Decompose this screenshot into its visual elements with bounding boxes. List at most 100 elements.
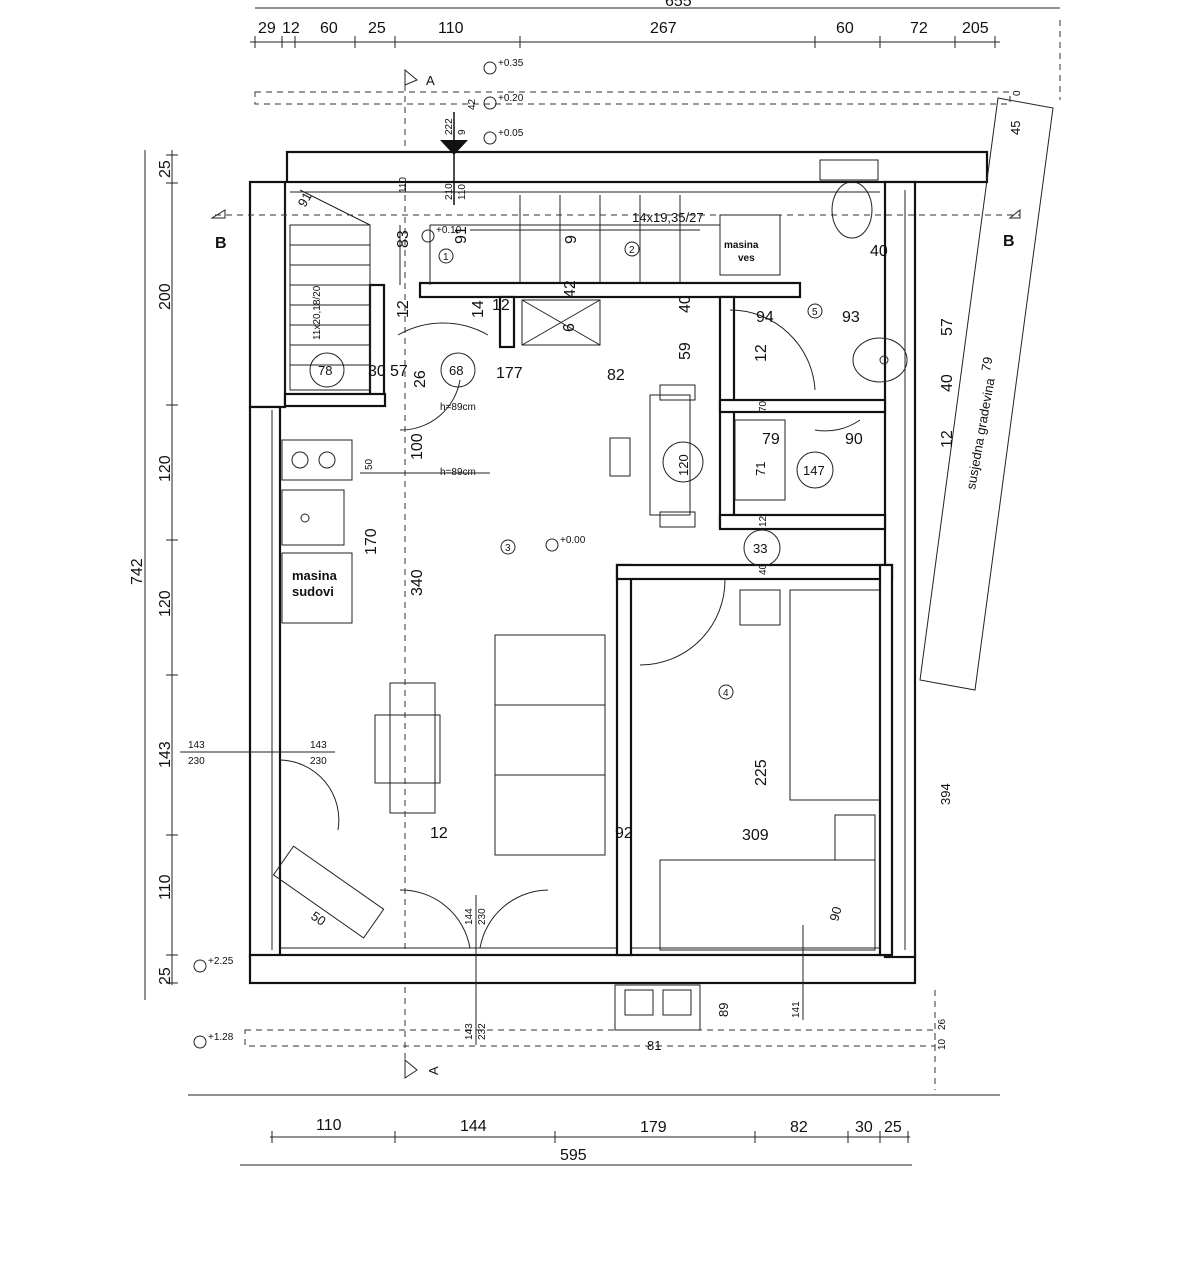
dim-bottom: 30 xyxy=(855,1119,873,1136)
inner-dim: 12 xyxy=(939,430,956,448)
level-marker-icon xyxy=(483,61,497,75)
inner-dim: 225 xyxy=(753,759,770,786)
inner-dim: 9 xyxy=(563,235,580,244)
fraction-bottom: 232 xyxy=(477,1023,488,1040)
exterior-walls xyxy=(248,150,989,985)
circle-diameter: 68 xyxy=(449,363,463,378)
inner-dim: 6 xyxy=(561,323,578,332)
stairs: 14x19,35/27 11x20,18/20 xyxy=(289,112,720,391)
section-a-bottom: A xyxy=(426,1066,441,1075)
dim-right-bottom: 10 xyxy=(937,1038,948,1050)
fraction-top: 144 xyxy=(464,908,475,925)
toilet-icon xyxy=(831,181,873,239)
dim-bottom-total: 595 xyxy=(560,1147,587,1164)
dishwasher-label: masina xyxy=(292,568,338,583)
inner-dim: 40 xyxy=(870,243,888,260)
room-number: 2 xyxy=(629,245,635,256)
inner-dim: 89 xyxy=(716,1003,731,1017)
dim-right-top: 45 xyxy=(1008,121,1023,135)
inner-dim: 26 xyxy=(412,370,429,388)
window-well-icon xyxy=(662,989,692,1016)
section-b-left: B xyxy=(215,235,227,252)
dishwasher xyxy=(281,552,353,624)
dim-top: 110 xyxy=(438,20,464,37)
inner-dim: 40 xyxy=(758,563,769,575)
inner-dim: 110 xyxy=(457,184,468,200)
neighbor-label: susjedna gradevina xyxy=(963,376,997,490)
level-marker-icon xyxy=(193,1035,207,1049)
dim-left: 25 xyxy=(157,160,174,178)
dim-bottom: 82 xyxy=(790,1119,808,1136)
doors xyxy=(279,309,861,949)
inner-dim: 12 xyxy=(753,344,770,362)
dim-top: 72 xyxy=(910,20,928,37)
dim-top: 205 xyxy=(962,20,989,37)
inner-dim: 83 xyxy=(395,230,412,248)
washer-label: ves xyxy=(738,253,755,264)
sink xyxy=(281,489,345,546)
level-mark: +0.20 xyxy=(498,93,524,104)
room-number: 5 xyxy=(812,307,818,318)
dim-left: 200 xyxy=(157,283,174,310)
level-mark: +0.10 xyxy=(436,225,462,236)
stairs-side-label: 11x20,18/20 xyxy=(312,285,323,340)
dim-left: 110 xyxy=(157,874,174,900)
inner-dim: 340 xyxy=(409,569,426,596)
inner-dim: 14 xyxy=(470,300,487,318)
washer-label: masina xyxy=(724,240,759,251)
dim-left-total: 742 xyxy=(129,558,146,585)
dim-left: 143 xyxy=(157,741,174,768)
furniture xyxy=(272,384,881,1031)
dim-top-total: 655 xyxy=(665,0,692,10)
inner-dim: 71 xyxy=(753,462,768,476)
inner-dim: 177 xyxy=(496,365,523,382)
level-mark: +0.05 xyxy=(498,128,524,139)
inner-dim: 57 xyxy=(939,318,956,336)
left-dimensions: 742 25 200 120 120 143 110 25 xyxy=(129,150,178,1000)
washbasin-icon xyxy=(852,337,908,383)
inner-dim: 222 xyxy=(444,118,455,135)
level-marks: +0.35 +0.20 +0.05 +0.10 +0.00 +2.25 +1.2… xyxy=(193,58,586,1049)
fraction-top: 143 xyxy=(188,740,205,751)
level-marker-icon xyxy=(193,959,207,973)
sofa xyxy=(494,634,606,856)
room-number: 4 xyxy=(723,688,729,699)
inner-dim: 12 xyxy=(430,825,448,842)
room-number: 1 xyxy=(443,252,449,263)
shower-tray xyxy=(734,419,786,501)
fraction-bottom: 230 xyxy=(310,756,327,767)
dim-top: 29 xyxy=(258,20,276,37)
dim-left: 25 xyxy=(157,967,174,985)
dim-bottom: 144 xyxy=(460,1118,487,1135)
inner-dim: 141 xyxy=(791,1001,802,1018)
fraction-top: 143 xyxy=(310,740,327,751)
inner-dim: 12 xyxy=(395,300,412,318)
room-number: 3 xyxy=(505,543,511,554)
inner-dimensions: 91 83 91 9 110 210 110 222 9 42 14 12 42… xyxy=(295,98,956,1053)
dim-top: 267 xyxy=(650,20,677,37)
dim-bottom: 25 xyxy=(884,1119,902,1136)
inner-dim: 70 xyxy=(758,400,769,412)
coffee-table xyxy=(374,714,441,784)
dim-top: 60 xyxy=(320,20,338,37)
level-mark: +0.00 xyxy=(560,535,586,546)
bed xyxy=(789,589,881,801)
circle-diameter: 147 xyxy=(803,463,825,478)
dim-left: 120 xyxy=(157,455,174,482)
dim-top: 25 xyxy=(368,20,386,37)
level-marker-icon xyxy=(421,229,435,243)
inner-dim: 50 xyxy=(364,458,375,470)
inner-dim: 210 xyxy=(444,183,455,200)
inner-dim: 82 xyxy=(607,367,625,384)
bed xyxy=(659,859,876,951)
window-well-icon xyxy=(624,989,654,1016)
dim-bottom: 179 xyxy=(640,1119,667,1136)
level-marker-icon xyxy=(545,538,559,552)
level-mark: +0.35 xyxy=(498,58,524,69)
interior-walls xyxy=(283,281,894,957)
armchair xyxy=(272,845,385,939)
dishwasher-label: sudovi xyxy=(292,584,334,599)
inner-dim: 170 xyxy=(363,528,380,555)
dim-right-bottom: 26 xyxy=(937,1018,948,1030)
inner-dim: 12 xyxy=(492,297,510,314)
